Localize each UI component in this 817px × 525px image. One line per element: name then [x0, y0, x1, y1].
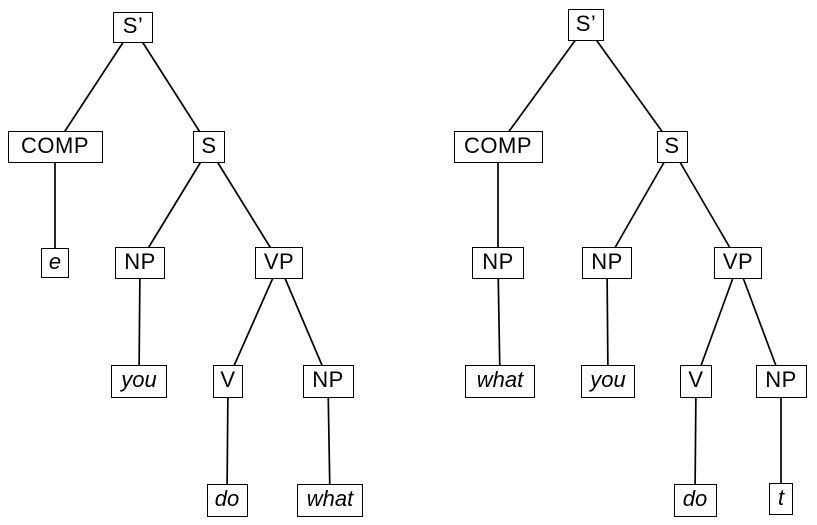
node-np-subj: NP — [582, 247, 632, 279]
node-v: V — [213, 364, 243, 398]
tree-edge-v-do — [694, 396, 697, 485]
tree-edge-vp-np-obj — [284, 277, 323, 366]
tree-edge-vp-np-obj — [742, 277, 777, 366]
node-you: you — [111, 364, 167, 398]
node-vp: VP — [255, 247, 303, 279]
node-np-obj: NP — [302, 364, 354, 398]
node-comp: COMP — [7, 131, 103, 163]
tree-edge-s-bar-s — [595, 39, 664, 133]
node-comp: COMP — [453, 131, 543, 163]
tree-edge-vp-v — [233, 277, 274, 366]
tree-edge-s-bar-s — [141, 41, 201, 133]
node-you: you — [581, 364, 635, 398]
node-what: what — [297, 483, 363, 517]
tree-edge-np-subj-you — [138, 277, 141, 366]
tree-edge-np-obj-what — [327, 396, 331, 485]
tree-edge-s-vp — [679, 161, 731, 249]
tree-edge-s-bar-comp — [63, 41, 125, 133]
node-v: V — [680, 364, 712, 398]
node-do: do — [206, 483, 248, 517]
tree-edge-s-np-subj — [614, 161, 665, 249]
node-np-obj: NP — [755, 364, 807, 398]
node-vp: VP — [714, 247, 762, 279]
tree-edge-s-vp — [216, 161, 272, 249]
node-np-comp: NP — [472, 247, 524, 279]
node-s: S — [193, 131, 225, 163]
tree-edge-np-subj-you — [606, 277, 609, 366]
node-s: S — [656, 131, 688, 163]
tree-edge-s-np-subj — [147, 161, 202, 249]
node-t: t — [769, 483, 793, 515]
node-s-bar: S’ — [113, 11, 153, 43]
tree-edge-v-do — [226, 396, 229, 485]
node-s-bar: S’ — [568, 9, 604, 41]
tree-edge-vp-v — [700, 277, 734, 366]
node-what: what — [465, 364, 535, 398]
tree-edge-s-bar-comp — [507, 39, 577, 133]
node-do: do — [673, 483, 717, 517]
node-np-subj: NP — [115, 247, 165, 279]
tree-edge-np-comp-what — [497, 277, 501, 366]
node-e: e — [41, 248, 69, 278]
